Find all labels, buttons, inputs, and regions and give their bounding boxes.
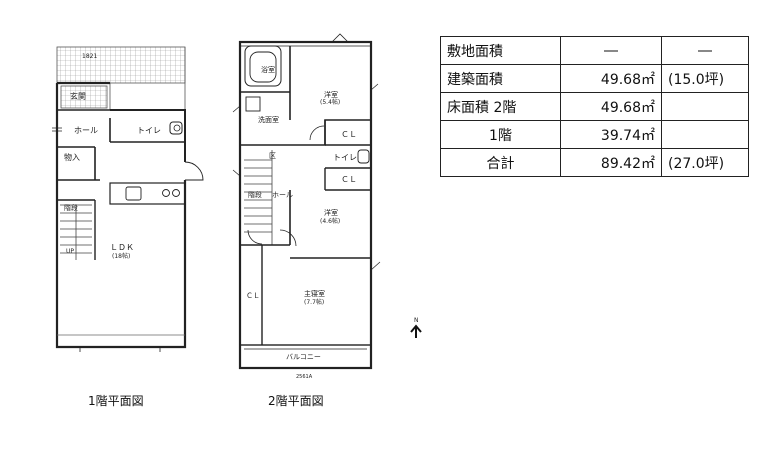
floor2-balcony-label: バルコニー (286, 353, 321, 361)
floor2-closet1-label: ＣＬ (341, 130, 357, 139)
floor1-stairs-label: 階段 (64, 203, 78, 212)
floor1-porch (56, 46, 186, 84)
floor2-washroom-label: 洗面室 (258, 115, 279, 124)
north-arrow-icon: N (410, 317, 422, 338)
total-area-label: 合計 (440, 148, 561, 177)
floor1-area-value: 39.74㎡ (560, 120, 662, 149)
floor1-storage-label: 物入 (64, 152, 80, 162)
floor2-plan (232, 33, 381, 370)
floor2-western2-size: (4.6帖) (320, 217, 340, 225)
floor2-master-label: 主寝室 (304, 289, 325, 298)
floor2-closet3-label: ＣＬ (246, 292, 260, 300)
floor2-area-value: 49.68㎡ (560, 92, 662, 121)
table-row: 建築面積 49.68㎡ (15.0坪) (440, 64, 749, 93)
building-area-value: 49.68㎡ (560, 64, 662, 93)
floor2-dim-bottom: 2561A (296, 374, 313, 380)
floor2-bath-label: 浴室 (261, 65, 275, 74)
floor2-western1-label: 洋室 (324, 90, 338, 99)
floor1-dim-top: 1821 (82, 53, 97, 60)
building-area-tsubo: (15.0坪) (661, 64, 749, 93)
floor2-box-label: 区 (269, 152, 276, 160)
compass-label: N (414, 317, 419, 324)
floor1-ldk-label: ＬＤＫ (110, 243, 134, 252)
floor2-master-size: (7.7帖) (304, 298, 324, 306)
total-area-value: 89.42㎡ (560, 148, 662, 177)
table-row: 合計 89.42㎡ (27.0坪) (440, 148, 749, 177)
table-row: 敷地面積 ― ― (440, 36, 749, 65)
floor2-western1-size: (5.4帖) (320, 98, 340, 106)
floor2-western2-label: 洋室 (324, 208, 338, 217)
table-row: 床面積 2階 49.68㎡ (440, 92, 749, 121)
floor1-caption: 1階平面図 (88, 394, 144, 408)
floor2-hall-label: ホール (272, 191, 293, 199)
area-table: 敷地面積 ― ― 建築面積 49.68㎡ (15.0坪) 床面積 2階 49.6… (440, 36, 749, 177)
floor1-hall-label: ホール (74, 126, 98, 135)
floor1-plan (52, 46, 204, 352)
floor2-area-tsubo (661, 92, 749, 121)
site-area-label: 敷地面積 (440, 36, 561, 65)
floor1-up-label: UP (66, 248, 74, 255)
floor1-ldk-size: (18帖) (112, 252, 130, 260)
floor2-closet2-label: ＣＬ (341, 175, 357, 184)
site-area-value: ― (560, 36, 662, 65)
site-area-tsubo: ― (661, 36, 749, 65)
floor2-area-label: 床面積 2階 (440, 92, 561, 121)
building-area-label: 建築面積 (440, 64, 561, 93)
table-row: 1階 39.74㎡ (440, 120, 749, 149)
floor1-area-label: 1階 (440, 120, 561, 149)
floor1-toilet-label: トイレ (137, 126, 161, 135)
floor2-toilet-label: トイレ (333, 153, 357, 162)
total-area-tsubo: (27.0坪) (661, 148, 749, 177)
floor2-caption: 2階平面図 (268, 394, 324, 408)
floor1-area-tsubo (661, 120, 749, 149)
floor2-stairs-label: 階段 (248, 190, 262, 199)
floor1-entrance-label: 玄関 (70, 91, 86, 101)
